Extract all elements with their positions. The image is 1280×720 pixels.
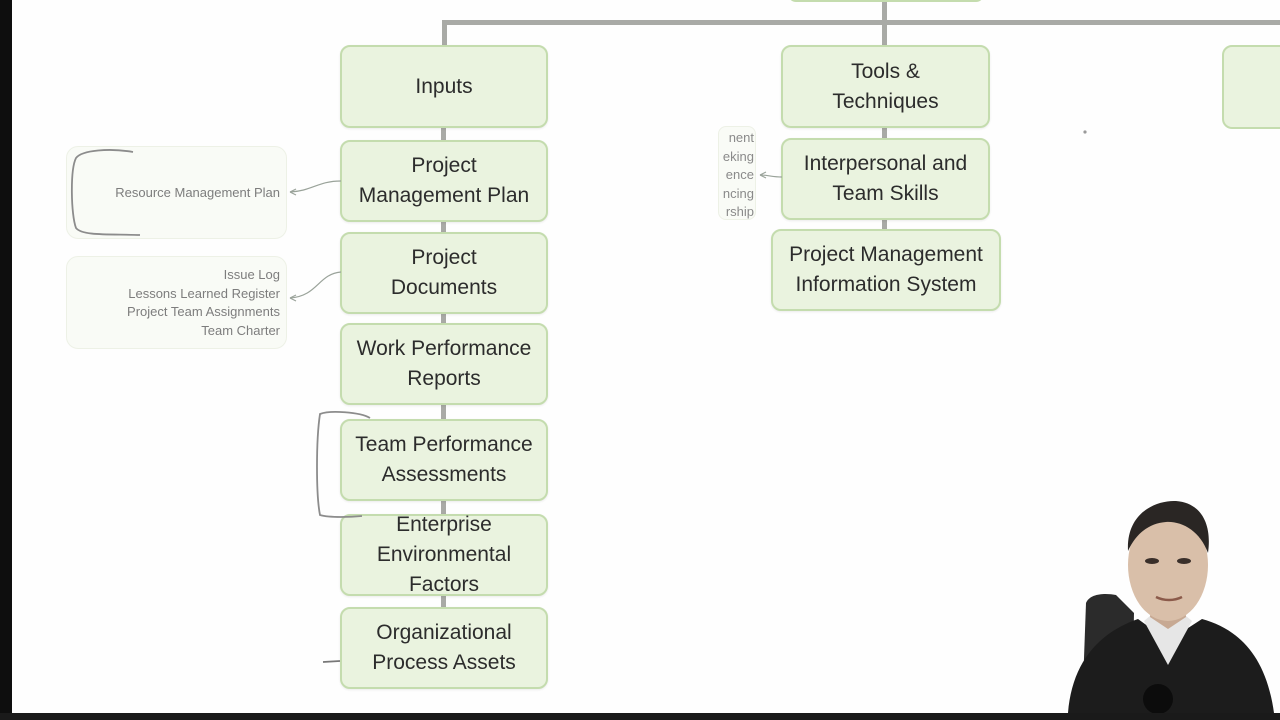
hand-drawn-bracket-assessments xyxy=(316,411,371,518)
tool-interpersonal-team-skills[interactable]: Interpersonal and Team Skills xyxy=(781,138,990,220)
input-label: Work Performance Reports xyxy=(356,337,532,390)
plan-note-link xyxy=(289,180,342,193)
input-label: Project Documents xyxy=(390,246,498,299)
documents-note-arrowhead xyxy=(289,294,297,302)
hand-drawn-bracket-plan xyxy=(70,149,141,236)
note-item: Resource Management Plan xyxy=(115,185,280,200)
lavalier-microphone xyxy=(1143,684,1173,713)
presenter-video-thumbnail xyxy=(1068,500,1274,713)
presenter-left-eye xyxy=(1145,558,1159,564)
screen-edge-left xyxy=(0,0,12,720)
input-work-performance-reports[interactable]: Work Performance Reports xyxy=(340,323,548,405)
presenter-face xyxy=(1128,509,1208,621)
inputs-header-label: Inputs xyxy=(415,74,473,98)
plan-detail-note[interactable]: Resource Management Plan xyxy=(66,146,287,239)
note-item: Issue Log xyxy=(223,267,280,282)
outputs-header-node-edge xyxy=(1222,45,1280,129)
note-item: ence xyxy=(725,167,754,182)
top-connector-horizontal xyxy=(442,20,1280,25)
skills-note-arrowhead xyxy=(759,171,767,179)
input-enterprise-environmental-factors[interactable]: Enterprise Environmental Factors xyxy=(340,513,548,596)
tool-label: Project Management Information System xyxy=(789,243,983,296)
input-label: Organizational Process Assets xyxy=(372,621,516,674)
root-connector-vertical xyxy=(882,0,887,24)
tool-label: Interpersonal and Team Skills xyxy=(803,152,968,205)
inputs-connector-vertical xyxy=(442,20,447,48)
presenter-mouth xyxy=(1155,595,1183,602)
input-organizational-process-assets[interactable]: Organizational Process Assets xyxy=(340,607,548,689)
input-label: Project Management Plan xyxy=(358,154,530,207)
hand-drawn-tick-assets xyxy=(322,660,341,663)
note-item: Lessons Learned Register xyxy=(128,286,280,301)
note-item: Project Team Assignments xyxy=(127,304,280,319)
input-label: Enterprise Environmental Factors xyxy=(376,513,512,596)
presenter-suit xyxy=(1068,619,1274,713)
note-item: rship xyxy=(725,204,754,219)
tool-pmis[interactable]: Project Management Information System xyxy=(771,229,1001,311)
documents-note-link xyxy=(289,271,342,299)
input-team-performance-assessments[interactable]: Team Performance Assessments xyxy=(340,419,548,501)
skills-note-clip: nent eking ence ncing rship xyxy=(719,129,754,221)
presenter-shirt xyxy=(1144,611,1192,665)
presenter-hair xyxy=(1127,500,1209,553)
note-item: Team Charter xyxy=(201,323,280,338)
note-item: eking xyxy=(722,148,754,164)
tools-techniques-header-label: Tools & Techniques xyxy=(832,59,939,113)
documents-detail-note[interactable]: Issue Log Lessons Learned Register Proje… xyxy=(66,256,287,349)
skills-note-link xyxy=(759,174,783,178)
presenter-right-eye xyxy=(1177,558,1191,564)
tools-connector-vertical xyxy=(882,20,887,48)
screen-edge-bottom xyxy=(0,713,1280,720)
stray-dot xyxy=(1083,130,1087,134)
skills-detail-note[interactable]: nent eking ence ncing rship xyxy=(718,126,756,220)
inputs-header[interactable]: Inputs xyxy=(340,45,548,128)
note-item: nent xyxy=(728,130,754,145)
input-project-documents[interactable]: Project Documents xyxy=(340,232,548,314)
tools-techniques-header[interactable]: Tools & Techniques xyxy=(781,45,990,128)
input-project-management-plan[interactable]: Project Management Plan xyxy=(340,140,548,222)
plan-note-arrowhead xyxy=(289,188,297,196)
note-item: ncing xyxy=(722,185,754,201)
input-label: Team Performance Assessments xyxy=(355,433,533,486)
